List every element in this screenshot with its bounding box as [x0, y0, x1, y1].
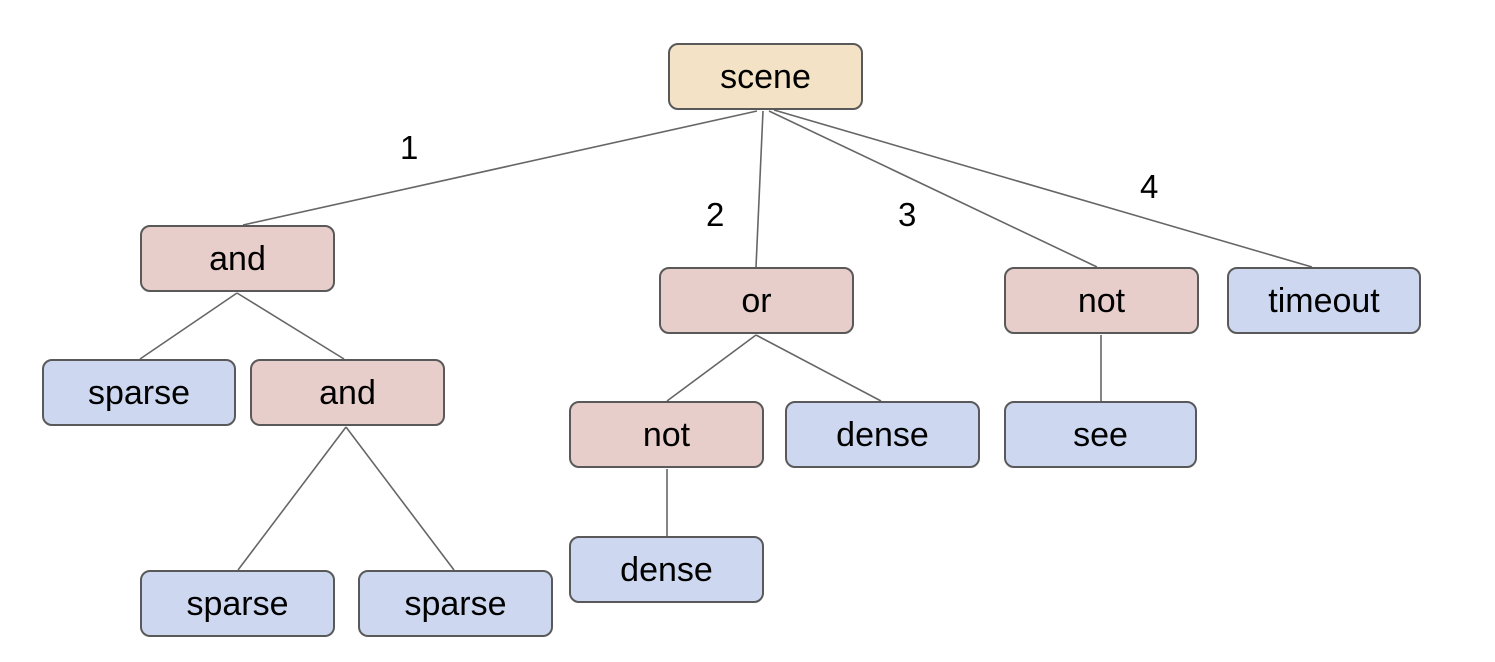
tree-node-dense-1: dense: [785, 401, 980, 468]
edge-label-2: 2: [706, 196, 725, 233]
edge-and-and: [236, 292, 345, 360]
edge-and-sparse: [139, 292, 238, 360]
edge-and2-sparse3: [345, 426, 455, 571]
tree-node-dense-2: dense: [569, 536, 764, 603]
edge-scene-and: [242, 110, 758, 226]
tree-node-or: or: [659, 267, 854, 334]
tree-node-sparse-3: sparse: [358, 570, 553, 637]
edge-label-1: 1: [400, 129, 419, 166]
edge-or-not: [666, 334, 757, 402]
tree-node-see: see: [1004, 401, 1197, 468]
edge-label-3: 3: [898, 196, 917, 233]
edge-and2-sparse2: [237, 426, 347, 571]
tree-node-sparse-1: sparse: [42, 359, 236, 426]
edge-scene-timeout: [773, 109, 1313, 268]
tree-node-sparse-2: sparse: [140, 570, 335, 637]
tree-node-timeout: timeout: [1227, 267, 1421, 334]
tree-node-not: not: [1004, 267, 1199, 334]
tree-node-not-2: not: [569, 401, 764, 468]
edge-label-4: 4: [1140, 168, 1159, 205]
tree-node-scene: scene: [668, 43, 863, 110]
edge-scene-not: [768, 110, 1098, 268]
tree-node-and-2: and: [250, 359, 445, 426]
tree-node-and: and: [140, 225, 335, 292]
edge-scene-or: [755, 110, 764, 268]
edge-or-dense: [755, 334, 882, 402]
